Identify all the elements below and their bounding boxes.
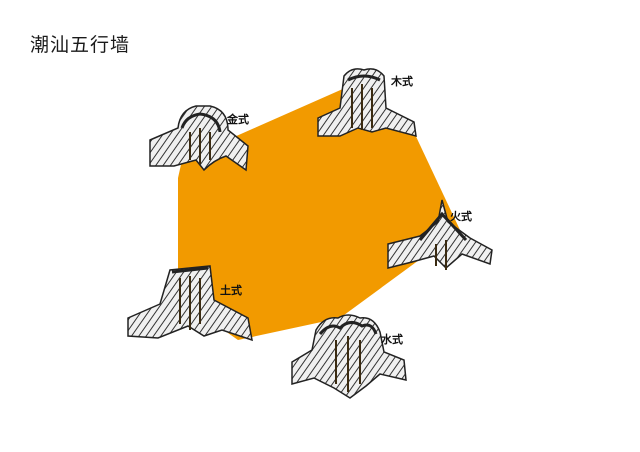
water-style-label: 水式: [381, 333, 403, 346]
page-title: 潮汕五行墙: [30, 34, 131, 56]
wood-style-label: 木式: [391, 75, 413, 88]
pentagon-shape: [178, 88, 460, 340]
metal-style-label: 金式: [227, 113, 249, 126]
metal-gable-wall-icon: [149, 105, 249, 172]
fire-gable-wall-icon: [387, 199, 493, 270]
earth-gable-wall-icon: [127, 265, 253, 342]
wood-gable-wall-icon: [317, 68, 417, 138]
water-gable-wall-icon: [291, 314, 407, 399]
fire-style-label: 火式: [450, 210, 472, 223]
earth-style-label: 土式: [220, 284, 242, 297]
